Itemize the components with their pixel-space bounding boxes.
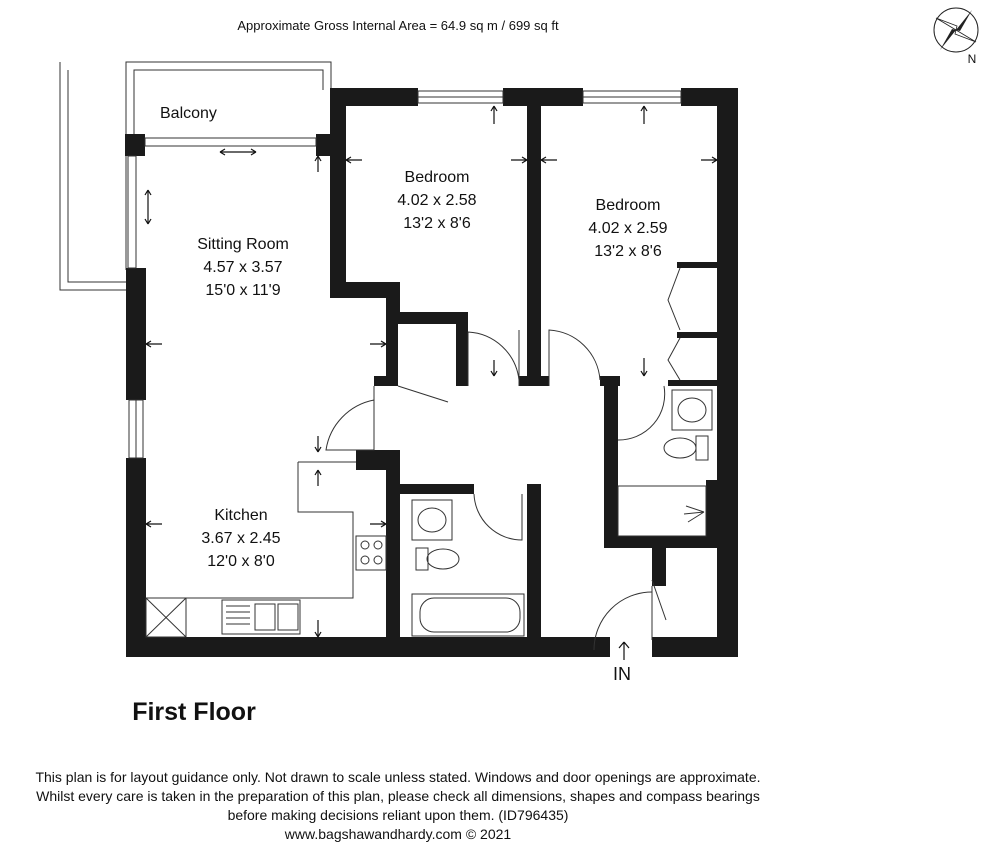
bedroom-2-metric: 4.02 x 2.59 (588, 220, 667, 237)
bedroom-1-name: Bedroom (405, 169, 470, 186)
bedroom-1-metric: 4.02 x 2.58 (397, 192, 476, 209)
bedroom-2-imperial: 13'2 x 8'6 (594, 243, 662, 260)
compass-north-label: N (968, 52, 977, 66)
entrance-label: IN (613, 664, 631, 684)
website-copyright: www.bagshawandhardy.com © 2021 (284, 826, 512, 842)
windows (127, 90, 682, 459)
sitting-room-imperial: 15'0 x 11'9 (205, 282, 280, 299)
floor-label: First Floor (132, 698, 256, 726)
gross-area-label: Approximate Gross Internal Area = 64.9 s… (237, 18, 559, 33)
disclaimer-line-2: Whilst every care is taken in the prepar… (36, 788, 760, 804)
disclaimer-line-3: before making decisions reliant upon the… (228, 807, 569, 823)
bathroom-fittings (411, 389, 713, 637)
balcony-label: Balcony (160, 105, 217, 122)
kitchen-name: Kitchen (214, 507, 267, 524)
kitchen-metric: 3.67 x 2.45 (201, 530, 280, 547)
kitchen-fittings (145, 461, 387, 638)
door-swings (325, 267, 681, 651)
walls (125, 88, 738, 657)
disclaimer-line-1: This plan is for layout guidance only. N… (35, 769, 760, 785)
sitting-room-name: Sitting Room (197, 236, 289, 253)
kitchen-imperial: 12'0 x 8'0 (207, 553, 275, 570)
balcony-outline (59, 61, 332, 291)
bedroom-1-imperial: 13'2 x 8'6 (403, 215, 471, 232)
compass-rose-icon: N (933, 7, 979, 66)
sitting-room-metric: 4.57 x 3.57 (203, 259, 282, 276)
dimension-arrows (144, 105, 718, 660)
bedroom-2-name: Bedroom (596, 197, 661, 214)
